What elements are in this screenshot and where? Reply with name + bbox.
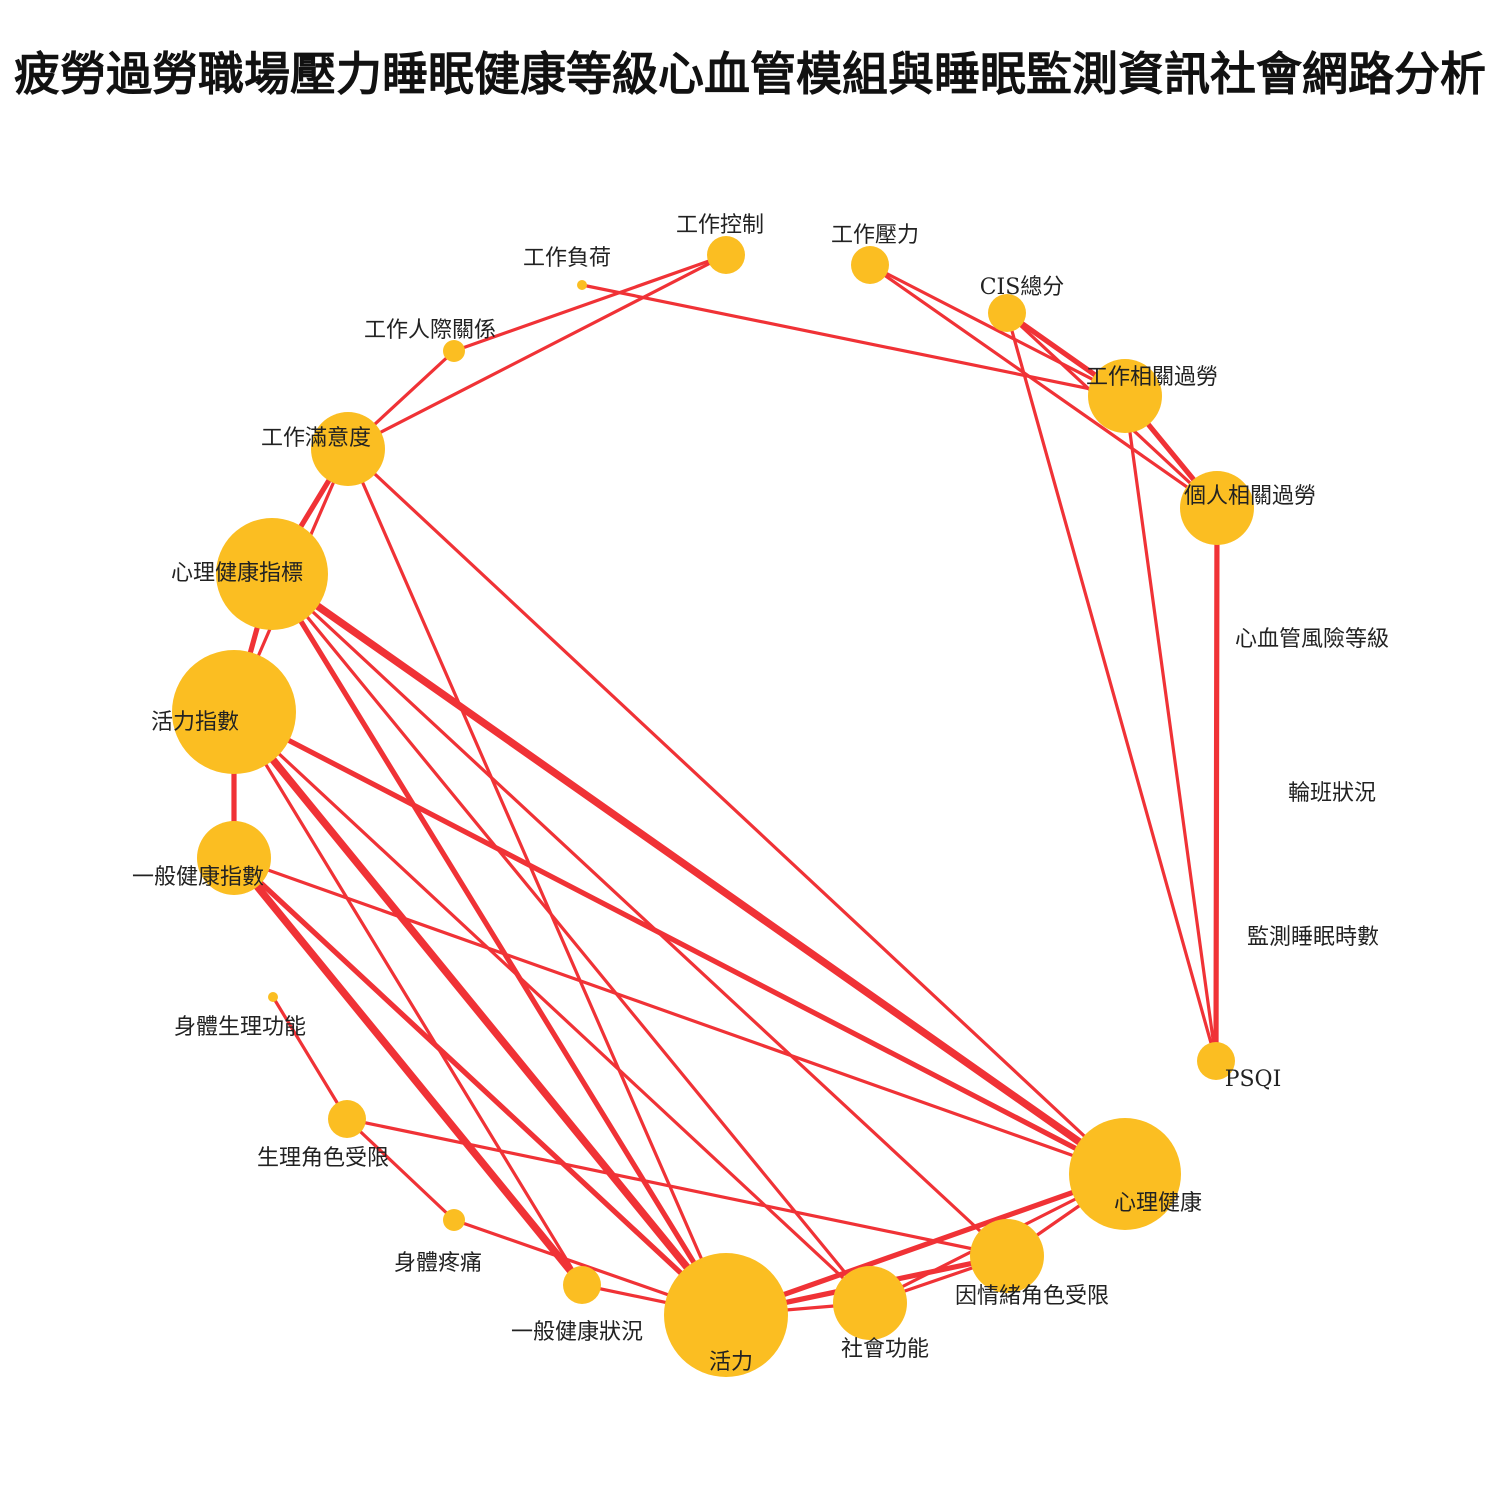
node-label-general_health: 一般健康狀況: [511, 1320, 643, 1345]
edge-general_health_index-vitality: [231, 855, 729, 1318]
node-label-personal_burnout: 個人相關過勞: [1184, 484, 1316, 509]
edge-job_satisfaction-mental_health: [346, 447, 1127, 1176]
edge-physical_function-physical_role: [271, 995, 349, 1121]
edge-general_health_index-general_health: [230, 854, 586, 1289]
node-work_burnout: [1088, 359, 1162, 433]
node-label-vitality_index: 活力指數: [151, 710, 239, 735]
node-job_satisfaction: [311, 412, 385, 486]
edge-vitality_index-general_health: [232, 710, 584, 1287]
node-label-work_burnout: 工作相關過勞: [1086, 365, 1218, 390]
edge-job_control-job_relations: [452, 253, 728, 353]
node-vitality_index: [172, 650, 296, 774]
node-social_function: [833, 1266, 907, 1340]
edge-vitality-mental_health: [723, 1171, 1128, 1318]
node-job_relations: [443, 340, 465, 362]
edge-job_control-job_satisfaction: [346, 253, 728, 451]
node-job_demand: [577, 280, 587, 290]
edge-vitality_index-vitality: [230, 708, 730, 1319]
chart-title: 疲勞過勞職場壓力睡眠健康等級心血管模組與睡眠監測資訊社會網路分析: [14, 47, 1486, 101]
edge-cis-psqi: [1005, 311, 1218, 1063]
node-general_health_index: [197, 821, 271, 895]
edge-mental_health_index-vitality: [269, 571, 729, 1318]
node-label-bodily_pain: 身體疼痛: [394, 1251, 482, 1276]
node-job_stress: [851, 246, 889, 284]
node-psqi: [1197, 1042, 1235, 1080]
edge-physical_role-emotional_role: [345, 1117, 1009, 1258]
edge-mental_health_index-mental_health: [268, 570, 1129, 1178]
node-label-job_stress: 工作壓力: [831, 223, 919, 248]
node-label-social_function: 社會功能: [841, 1337, 929, 1362]
edge-job_stress-work_burnout: [868, 263, 1127, 398]
node-label-psqi: PSQI: [1225, 1067, 1282, 1092]
node-label-job_satisfaction: 工作滿意度: [261, 426, 371, 451]
node-layer: [172, 236, 1254, 1377]
edge-vitality_index-social_function: [232, 710, 872, 1305]
edge-mental_health_index-social_function: [270, 572, 872, 1305]
edge-work_burnout-psqi: [1123, 394, 1218, 1063]
edge-general_health_index-mental_health: [232, 856, 1127, 1176]
node-vitality: [664, 1253, 788, 1377]
edge-mental_health_index-emotional_role: [270, 572, 1009, 1258]
node-emotional_role: [970, 1219, 1044, 1293]
node-label-job_relations: 工作人際關係: [364, 318, 496, 343]
edge-physical_role-bodily_pain: [345, 1117, 456, 1222]
edge-job_stress-personal_burnout: [868, 263, 1219, 510]
node-cis: [988, 294, 1026, 332]
node-label-mental_health_index: 心理健康指標: [171, 561, 303, 586]
node-label-sleep_hours: 監測睡眠時數: [1247, 925, 1379, 950]
node-physical_function: [268, 992, 278, 1002]
label-layer: 工作控制 工作壓力 CIS總分工作相關過勞個人相關過勞心血管風險等級輪班狀況監測睡眠…: [132, 213, 1389, 1375]
node-label-job_demand: 工作負荷: [523, 246, 611, 271]
edge-job_demand-work_burnout: [580, 283, 1127, 398]
node-label-shift: 輪班狀況: [1288, 781, 1376, 806]
node-personal_burnout: [1180, 471, 1254, 545]
node-label-general_health_index: 一般健康指數: [132, 865, 264, 890]
node-label-emotional_role: 因情緒角色受限: [955, 1284, 1109, 1309]
node-job_control: [707, 236, 745, 274]
node-label-cis: CIS總分: [980, 275, 1065, 300]
edge-vitality_index-mental_health: [231, 709, 1128, 1177]
node-mental_health: [1069, 1118, 1181, 1230]
node-bodily_pain: [443, 1209, 465, 1231]
node-mental_health_index: [216, 518, 328, 630]
node-label-vitality: 活力: [709, 1350, 753, 1375]
node-physical_role: [328, 1100, 366, 1138]
node-label-physical_function: 身體生理功能: [174, 1015, 306, 1040]
edge-job_satisfaction-vitality: [346, 447, 728, 1317]
node-general_health: [563, 1266, 601, 1304]
node-label-mental_health: 心理健康: [1114, 1191, 1202, 1216]
edge-personal_burnout-psqi: [1213, 505, 1220, 1064]
node-label-physical_role: 生理角色受限: [257, 1146, 389, 1171]
node-label-cv_risk: 心血管風險等級: [1235, 627, 1389, 652]
node-label-job_control: 工作控制: [676, 213, 764, 238]
